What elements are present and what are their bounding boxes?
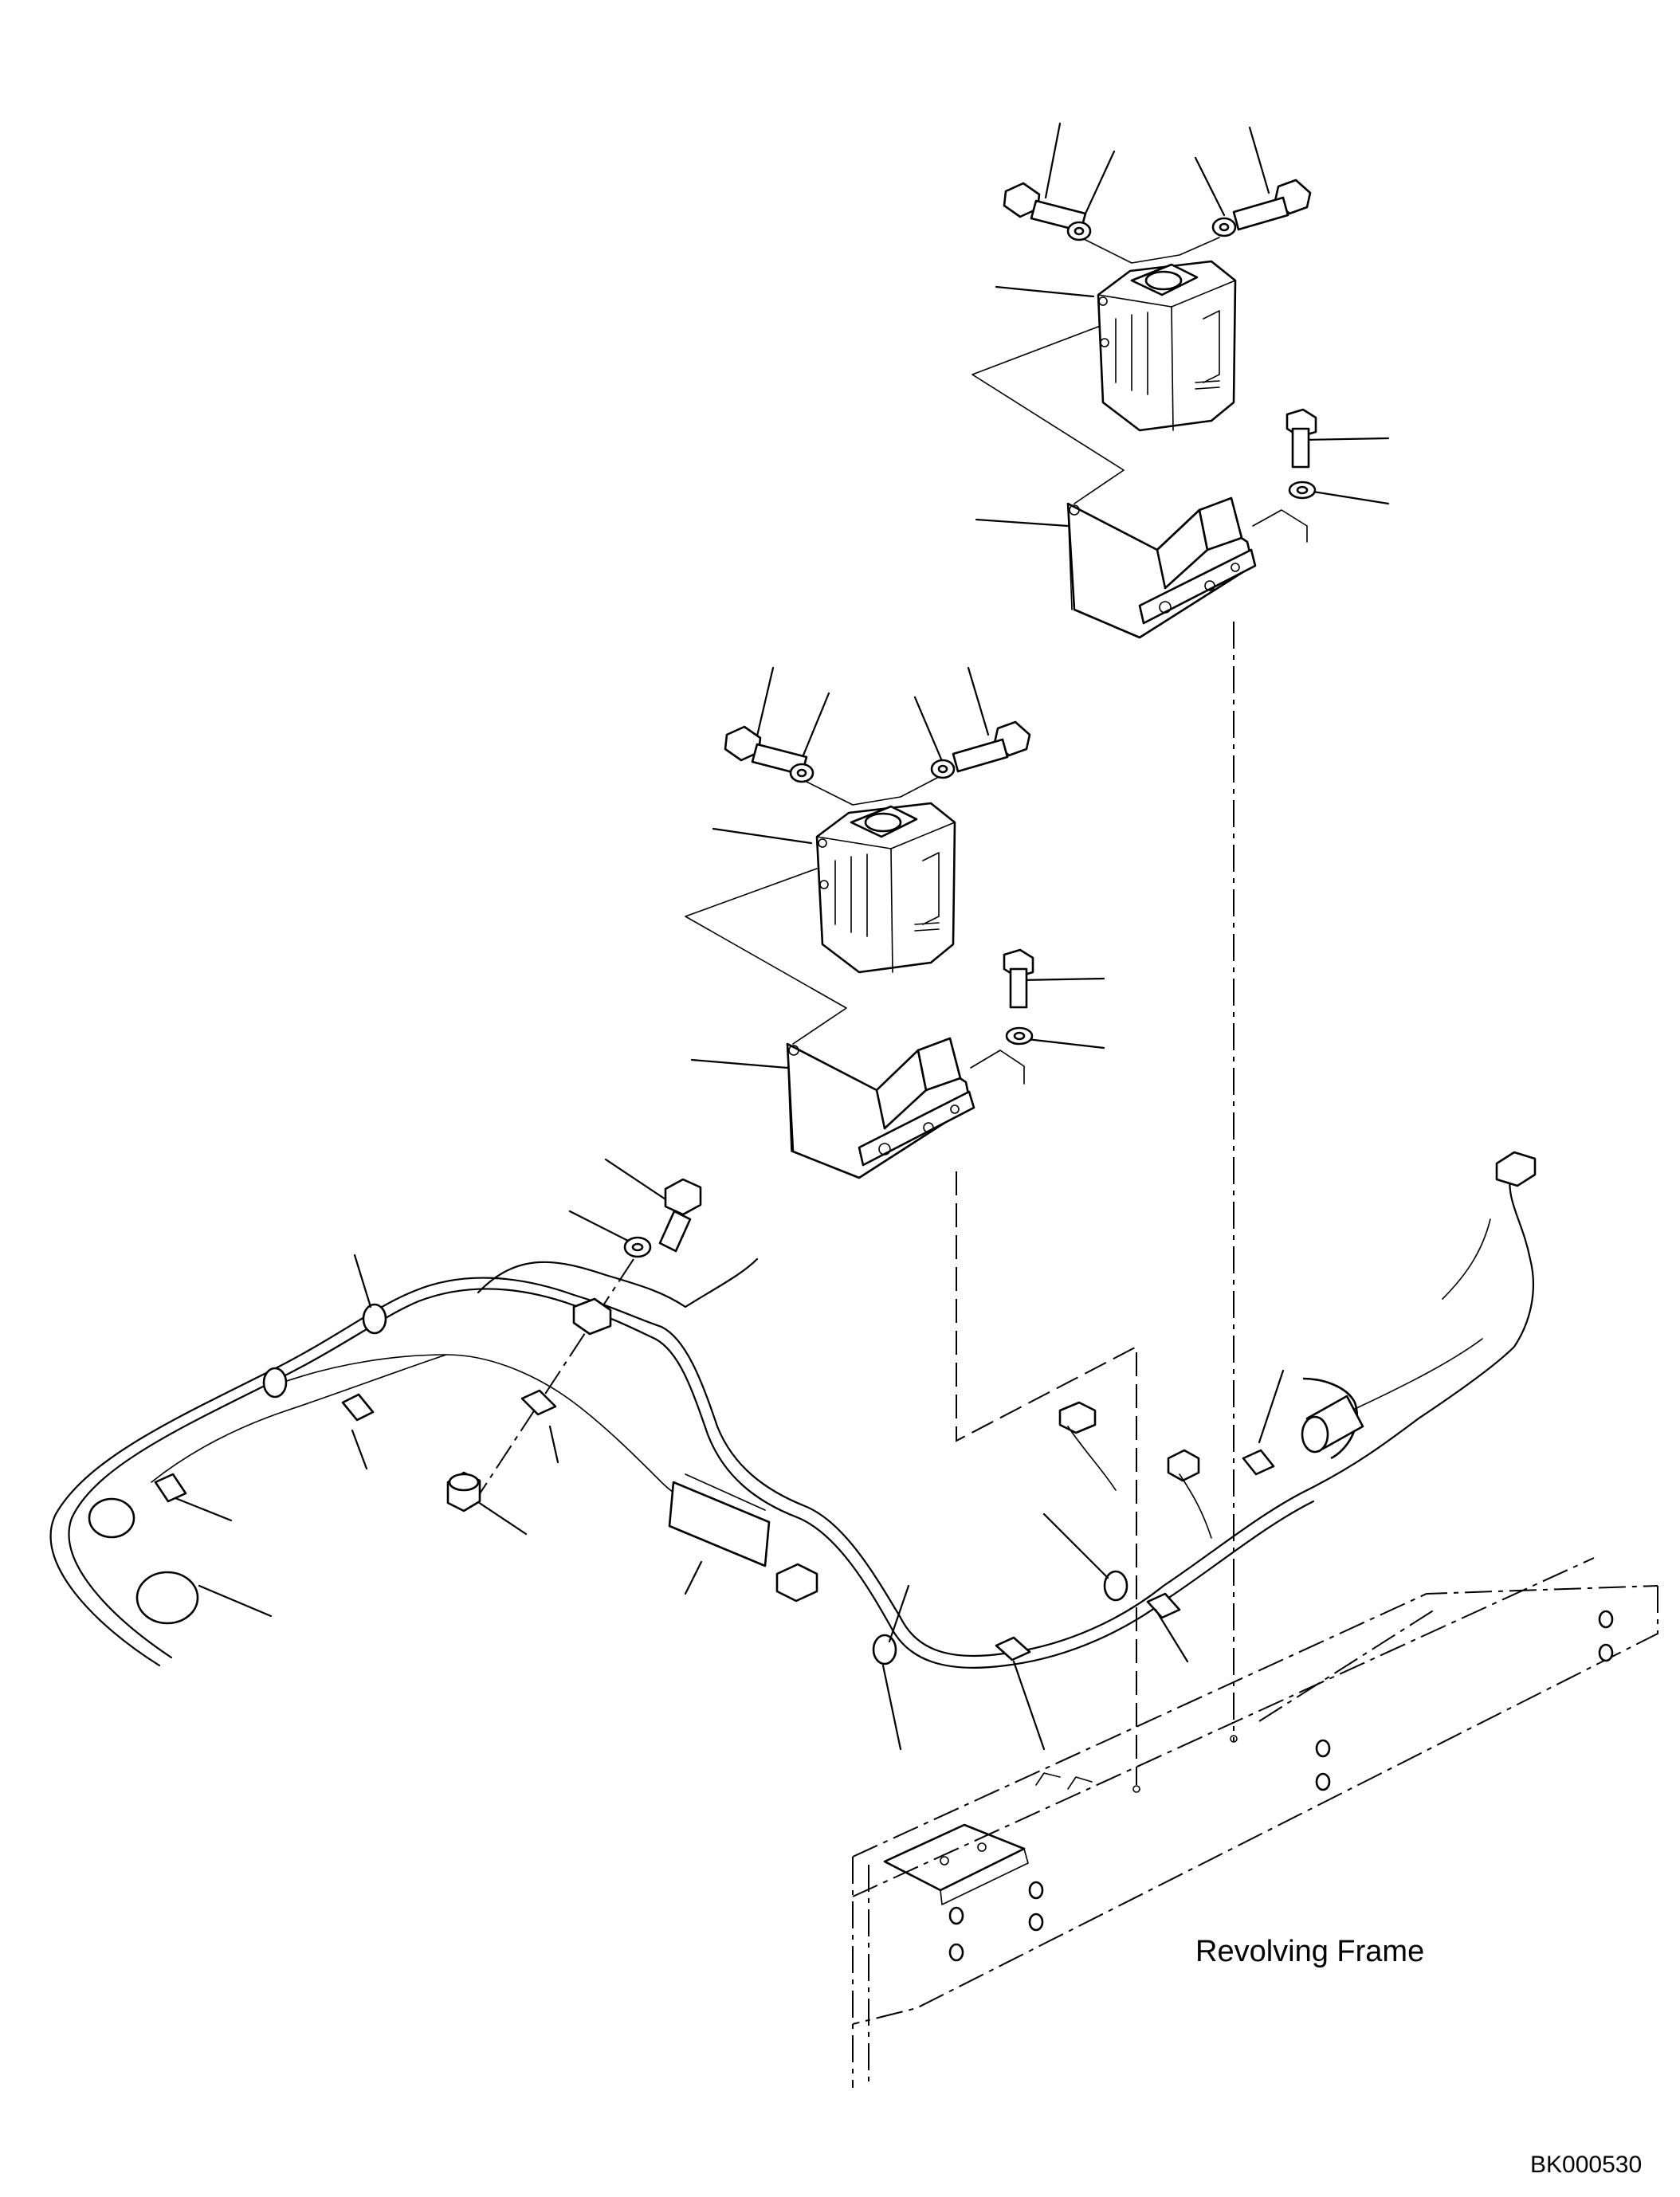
connector: [1167, 1449, 1200, 1482]
ring: [88, 1497, 135, 1539]
washer: [789, 763, 814, 783]
frame-hole: [1315, 1739, 1331, 1758]
drawing-id-label: BK000530: [1530, 2152, 1643, 2178]
bracket: [786, 1037, 975, 1179]
connector: [1495, 1151, 1537, 1187]
washer: [1066, 221, 1092, 241]
upper-tank-assembly: [971, 122, 1390, 639]
clamp: [1242, 1449, 1275, 1476]
washer: [1005, 1026, 1034, 1046]
clamp: [362, 1303, 387, 1335]
lower-tank-assembly: [685, 666, 1105, 1179]
connector: [572, 1297, 612, 1336]
clamp: [520, 1389, 557, 1416]
frame-hole: [948, 1906, 964, 1925]
bolt: [1003, 948, 1034, 1009]
protective-tube: [668, 1473, 771, 1567]
bolt: [1286, 408, 1317, 469]
tank: [1097, 260, 1237, 432]
bolt: [658, 1178, 702, 1253]
revolving-frame-label: Revolving Frame: [1195, 1935, 1425, 1968]
ring: [135, 1571, 199, 1625]
clamp: [1103, 1570, 1129, 1602]
washer: [1211, 217, 1237, 237]
frame-hole: [1028, 1913, 1044, 1932]
connector: [1058, 1401, 1097, 1434]
frame-hole: [1315, 1772, 1331, 1791]
bracket: [1066, 496, 1257, 639]
wiring-harness: [49, 1151, 1537, 1751]
frame-hole: [1598, 1643, 1614, 1662]
frame-hole: [948, 1943, 964, 1962]
washer: [930, 759, 956, 779]
alignment-lines: [956, 622, 1234, 1785]
washer: [623, 1236, 652, 1258]
clamp: [262, 1367, 288, 1399]
spacer: [446, 1471, 481, 1512]
clamp: [341, 1393, 375, 1422]
clamp: [154, 1473, 187, 1503]
revolving-frame: [852, 1557, 1658, 2088]
bolt: [952, 720, 1031, 773]
frame-hole: [1028, 1881, 1044, 1900]
connector: [775, 1563, 818, 1603]
cylinder: [1301, 1395, 1364, 1454]
clamp: [1146, 1592, 1181, 1619]
bolt: [1232, 179, 1312, 231]
clamp: [872, 1634, 897, 1665]
frame-hole: [1598, 1610, 1614, 1629]
washer: [1288, 481, 1317, 500]
tank: [815, 802, 956, 974]
clamp: [995, 1636, 1031, 1661]
